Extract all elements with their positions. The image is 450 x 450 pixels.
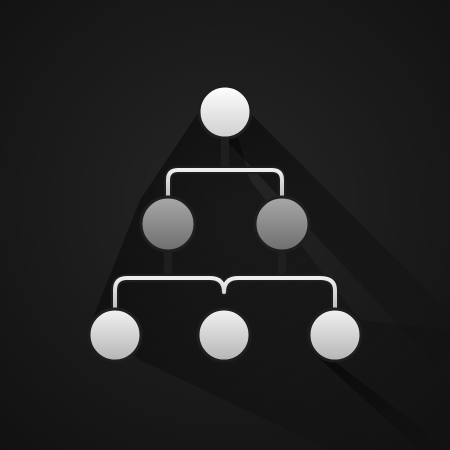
bottom-node-right xyxy=(307,307,363,363)
middle-node-right xyxy=(253,195,311,253)
long-shadow xyxy=(92,88,450,450)
bottom-node-left xyxy=(87,307,143,363)
top-node xyxy=(197,84,253,140)
bottom-node-center xyxy=(196,307,252,363)
connector-lines-fill xyxy=(113,135,337,312)
middle-node-left xyxy=(139,195,197,253)
